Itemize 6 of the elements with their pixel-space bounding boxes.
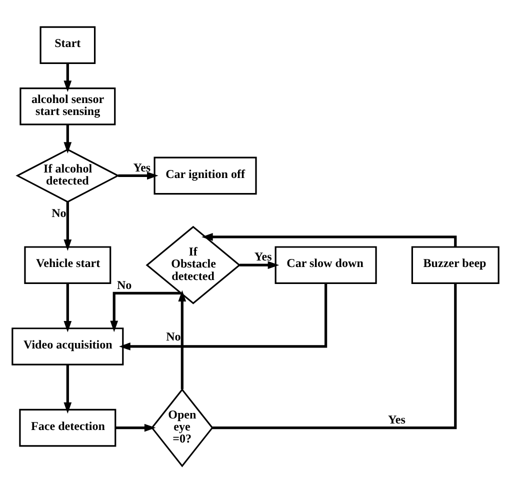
edge-label: Yes <box>133 160 151 174</box>
edge-label: Yes <box>254 249 272 264</box>
edge-label: No <box>52 206 66 220</box>
edge-label: No <box>166 328 181 343</box>
edge-label: Yes <box>388 412 406 426</box>
edge-label: No <box>116 277 132 292</box>
